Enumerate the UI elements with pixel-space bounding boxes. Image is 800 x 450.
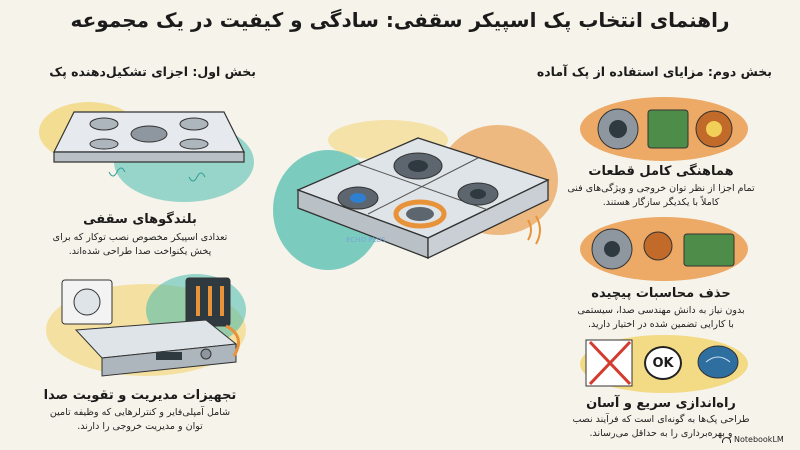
right-item-2-title: حذف محاسبات پیچیده <box>591 286 731 301</box>
right-item-3-text: طراحی پک‌ها به گونه‌ای است که فرآیند نصب… <box>546 413 776 441</box>
right-item-2-line-2: با کارایی تضمین شده در اختیار دارید. <box>588 319 734 330</box>
left-item-1-line-2: پخش یکنواخت صدا طراحی شده‌اند. <box>68 246 212 257</box>
left-item-1-line-1: تعدادی اسپیکر مخصوص نصب توکار که برای <box>52 232 228 243</box>
center-speaker-grid-illustration: ECHO PLUS <box>268 110 558 290</box>
right-item-2-text: بدون نیاز به دانش مهندسی صدا، سیستمی با … <box>546 304 776 332</box>
left-item-2-title: تجهیزات مدیریت و تقویت صدا <box>43 388 237 403</box>
no-calculations-illustration <box>578 216 750 282</box>
footer-brand: NotebookLM <box>722 435 784 444</box>
matched-components-illustration <box>578 96 750 162</box>
quick-setup-illustration: OK <box>578 334 750 394</box>
ok-badge-label: OK <box>652 355 674 371</box>
right-item-1-line-1: تمام اجزا از نظر توان خروجی و ویژگی‌های … <box>567 183 755 194</box>
footer-brand-label: NotebookLM <box>734 435 784 444</box>
left-item-1-title: بلندگوهای سقفی <box>83 212 197 227</box>
section-one-heading: بخش اول: اجزای تشکیل‌دهنده پک <box>49 64 256 79</box>
ceiling-speaker-illustration <box>34 92 254 202</box>
right-item-2-line-1: بدون نیاز به دانش مهندسی صدا، سیستمی <box>577 305 745 316</box>
section-two-heading: بخش دوم: مزایای استفاده از پک آماده <box>536 64 772 79</box>
right-item-1-text: تمام اجزا از نظر توان خروجی و ویژگی‌های … <box>546 182 776 210</box>
left-item-2-line-1: شامل آمپلی‌فایر و کنترلرهایی که وظیفه تا… <box>49 407 231 418</box>
right-item-3-line-1: طراحی پک‌ها به گونه‌ای است که فرآیند نصب <box>572 414 750 425</box>
left-item-2-line-2: توان و مدیریت خروجی را دارند. <box>77 421 203 432</box>
left-item-2-text: شامل آمپلی‌فایر و کنترلرهایی که وظیفه تا… <box>20 406 260 434</box>
left-item-1-text: تعدادی اسپیکر مخصوص نصب توکار که برای پخ… <box>20 231 260 259</box>
notebooklm-icon <box>722 436 731 443</box>
right-item-3-line-2: و بهره‌برداری را به حداقل می‌رساند. <box>589 428 733 439</box>
right-item-1-line-2: کاملاً با یکدیگر سازگار هستند. <box>602 197 720 208</box>
amplifier-illustration <box>36 270 252 378</box>
right-item-1-title: هماهنگی کامل قطعات <box>588 164 734 179</box>
ok-badge: OK <box>644 346 682 380</box>
right-item-3-title: راه‌اندازی سریع و آسان <box>586 396 736 411</box>
page-title: راهنمای انتخاب پک اسپیکر سقفی: سادگی و ک… <box>70 8 730 32</box>
watermark-text: ECHO PLUS <box>346 236 386 244</box>
